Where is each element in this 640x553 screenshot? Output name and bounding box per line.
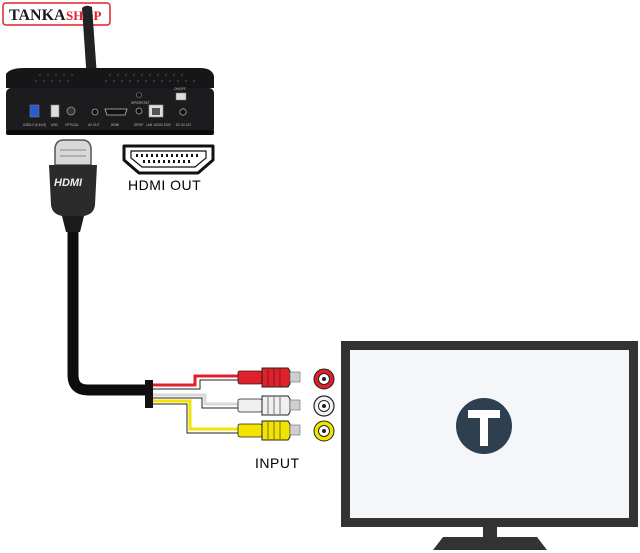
vent-grid	[34, 73, 196, 83]
hdmi-connector: HDMI	[49, 139, 97, 232]
cable-splitter	[145, 380, 153, 408]
spdif-port	[135, 107, 143, 115]
tv-logo-letter: T	[484, 439, 485, 441]
brand-name-main: TANKA	[9, 7, 66, 24]
tv-stand	[433, 537, 547, 550]
hdmi-port	[104, 108, 128, 116]
rca-jacks	[313, 368, 335, 442]
white-wire	[153, 393, 240, 406]
television: T	[341, 341, 638, 550]
white-rca-plug	[237, 395, 301, 416]
input-label: INPUT	[255, 455, 300, 471]
hdmi-cable	[67, 232, 150, 396]
tv-neck	[483, 527, 497, 537]
dc-in-port	[179, 108, 187, 116]
optical-port	[66, 106, 76, 116]
yellow-rca-plug	[237, 420, 301, 441]
brand-logo: TANKA SHOP	[2, 2, 111, 26]
wps-label: WPS/RESET	[131, 101, 150, 105]
port-label-hdmi: HDMI	[111, 123, 119, 127]
red-rca-plug	[237, 367, 301, 388]
rca-cables	[153, 367, 301, 441]
hdmi-plug-label: HDMI	[54, 177, 83, 189]
port-label-usb: USB	[51, 123, 58, 127]
hdmi-out-port-icon	[122, 144, 215, 175]
red-wire	[153, 374, 240, 387]
white-rca-jack	[313, 395, 335, 417]
yellow-wire	[153, 399, 240, 431]
port-label-lan: LAN 10/100 1000	[146, 123, 171, 127]
tv-logo-icon: T	[468, 410, 500, 446]
red-rca-jack	[313, 368, 335, 390]
switch-label: ON/OFF	[174, 87, 186, 91]
usb-port	[50, 104, 60, 118]
port-label-optical: OPTICAL	[65, 123, 79, 127]
port-label-dc-in: DC IN 12V	[176, 123, 192, 127]
wps-button	[136, 92, 142, 98]
usb3-port	[29, 104, 40, 118]
media-box: USB3.0 (5.4V/2) USB OPTICAL AV OUT HDMI …	[6, 5, 214, 135]
port-label-usb3: USB3.0 (5.4V/2)	[23, 123, 46, 127]
power-switch	[175, 92, 187, 101]
av-out-port	[91, 108, 99, 116]
port-label-spdif: SPDIF	[134, 123, 143, 127]
hdmi-out-label: HDMI OUT	[128, 177, 201, 193]
port-label-av-out: AV OUT	[88, 123, 100, 127]
yellow-rca-jack	[313, 420, 335, 442]
